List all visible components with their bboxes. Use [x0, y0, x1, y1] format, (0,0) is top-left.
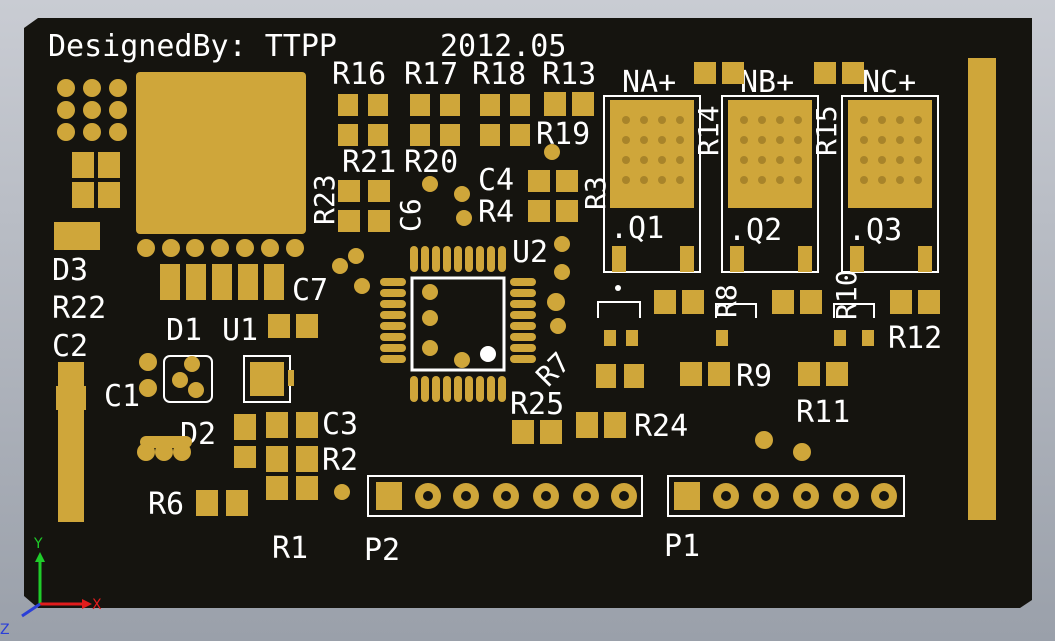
pads-r8 [654, 290, 704, 314]
r16-label: R16 [332, 57, 386, 92]
q2-mosfet[interactable] [721, 95, 819, 273]
edge-pad-right[interactable] [968, 58, 996, 520]
c7-label: C7 [292, 273, 328, 308]
u2-inner-vias [422, 284, 470, 368]
via [334, 484, 350, 500]
u2-pins-left [380, 278, 406, 363]
r12-label: R12 [888, 321, 942, 356]
r25-pads [512, 420, 562, 444]
r14-label: R14 [692, 105, 725, 156]
r11-pads [798, 362, 848, 386]
c4-label: C4 [478, 163, 514, 198]
u2-pins-bottom [410, 376, 506, 402]
small-transistor-1 [597, 285, 641, 346]
header-p2[interactable] [367, 475, 643, 517]
u2-side-vias [547, 236, 570, 334]
vias-right-lower [755, 431, 811, 461]
u2-pins-top [410, 246, 506, 272]
r13-label: R13 [542, 57, 596, 92]
nc-label: NC+ [862, 65, 916, 100]
na-label: NA+ [622, 65, 676, 100]
nb-label: NB+ [740, 65, 794, 100]
c4-r4-pads [528, 170, 578, 222]
header-p1[interactable] [667, 475, 905, 517]
designer-text: DesignedBy: TTPP [48, 29, 337, 64]
q2-label: .Q2 [728, 213, 782, 248]
r22-label: R22 [52, 291, 106, 326]
c1-vias [139, 353, 157, 397]
u2-chip-outline[interactable] [410, 276, 506, 372]
r3-label: R3 [579, 176, 612, 210]
c1-label: C1 [104, 379, 140, 414]
vias-r20 [422, 176, 472, 226]
d1-label: D1 [166, 313, 202, 348]
u1-label: U1 [222, 313, 258, 348]
r19-label: R19 [536, 117, 590, 152]
r2-label: R2 [322, 443, 358, 478]
d1-diode[interactable] [163, 355, 213, 403]
q3-label: .Q3 [848, 213, 902, 248]
r11-label: R11 [796, 395, 850, 430]
q1-mosfet[interactable] [603, 95, 701, 273]
axis-gizmo: Y X Z [0, 536, 102, 638]
u1-regulator[interactable] [243, 355, 294, 403]
r25-label: R25 [510, 387, 564, 422]
via [544, 144, 560, 160]
pin-row-top-left [137, 239, 304, 257]
r6-label: R6 [148, 487, 184, 522]
q1-label: .Q1 [610, 211, 664, 246]
r24-pads [576, 412, 626, 438]
c3-label: C3 [322, 407, 358, 442]
small-transistor-3 [833, 303, 875, 346]
axis-y-label: Y [33, 536, 43, 552]
r15-label: R15 [810, 105, 843, 156]
large-pad[interactable] [136, 72, 306, 234]
r21-label: R21 [342, 145, 396, 180]
p2-label: P2 [364, 533, 400, 568]
p1-label: P1 [664, 529, 700, 564]
u2-label: U2 [512, 235, 548, 270]
r10-label: R10 [830, 269, 863, 320]
r7-pads [596, 364, 644, 388]
pads-r10 [772, 290, 822, 314]
r17-label: R17 [404, 57, 458, 92]
r21-pads [338, 180, 390, 232]
u2-pins-right [510, 278, 536, 363]
r9-label: R9 [736, 359, 772, 394]
r4-label: R4 [478, 195, 514, 230]
pin1-marker [480, 346, 496, 362]
pads-r12 [890, 290, 940, 314]
r8-label: R8 [710, 284, 743, 318]
d2-pads [137, 436, 192, 461]
axis-z-label: Z [0, 622, 10, 638]
r9-pads [680, 362, 730, 386]
small-transistor-2 [715, 303, 757, 346]
r3-pad [572, 94, 594, 116]
via-cluster-left [57, 79, 127, 141]
c6-label: C6 [394, 198, 427, 232]
r18-label: R18 [472, 57, 526, 92]
r23-label: R23 [308, 174, 341, 225]
q3-mosfet[interactable] [841, 95, 939, 273]
c3-r2-pads [234, 412, 318, 500]
pad-row-fingers [160, 264, 284, 300]
r1-label: R1 [272, 531, 308, 566]
c7-vias [332, 248, 370, 294]
c2-label: C2 [52, 329, 88, 364]
date-text: 2012.05 [440, 29, 566, 64]
r20-label: R20 [404, 145, 458, 180]
pads-between-na-nb [694, 62, 864, 84]
u1-pads [268, 314, 318, 338]
pad-group-left [54, 152, 120, 250]
resistor-pads-top [338, 92, 594, 146]
d3-label: D3 [52, 253, 88, 288]
axis-x-label: X [92, 597, 102, 613]
c2-pad [56, 362, 86, 522]
r6-pads [196, 490, 248, 516]
r24-label: R24 [634, 409, 688, 444]
